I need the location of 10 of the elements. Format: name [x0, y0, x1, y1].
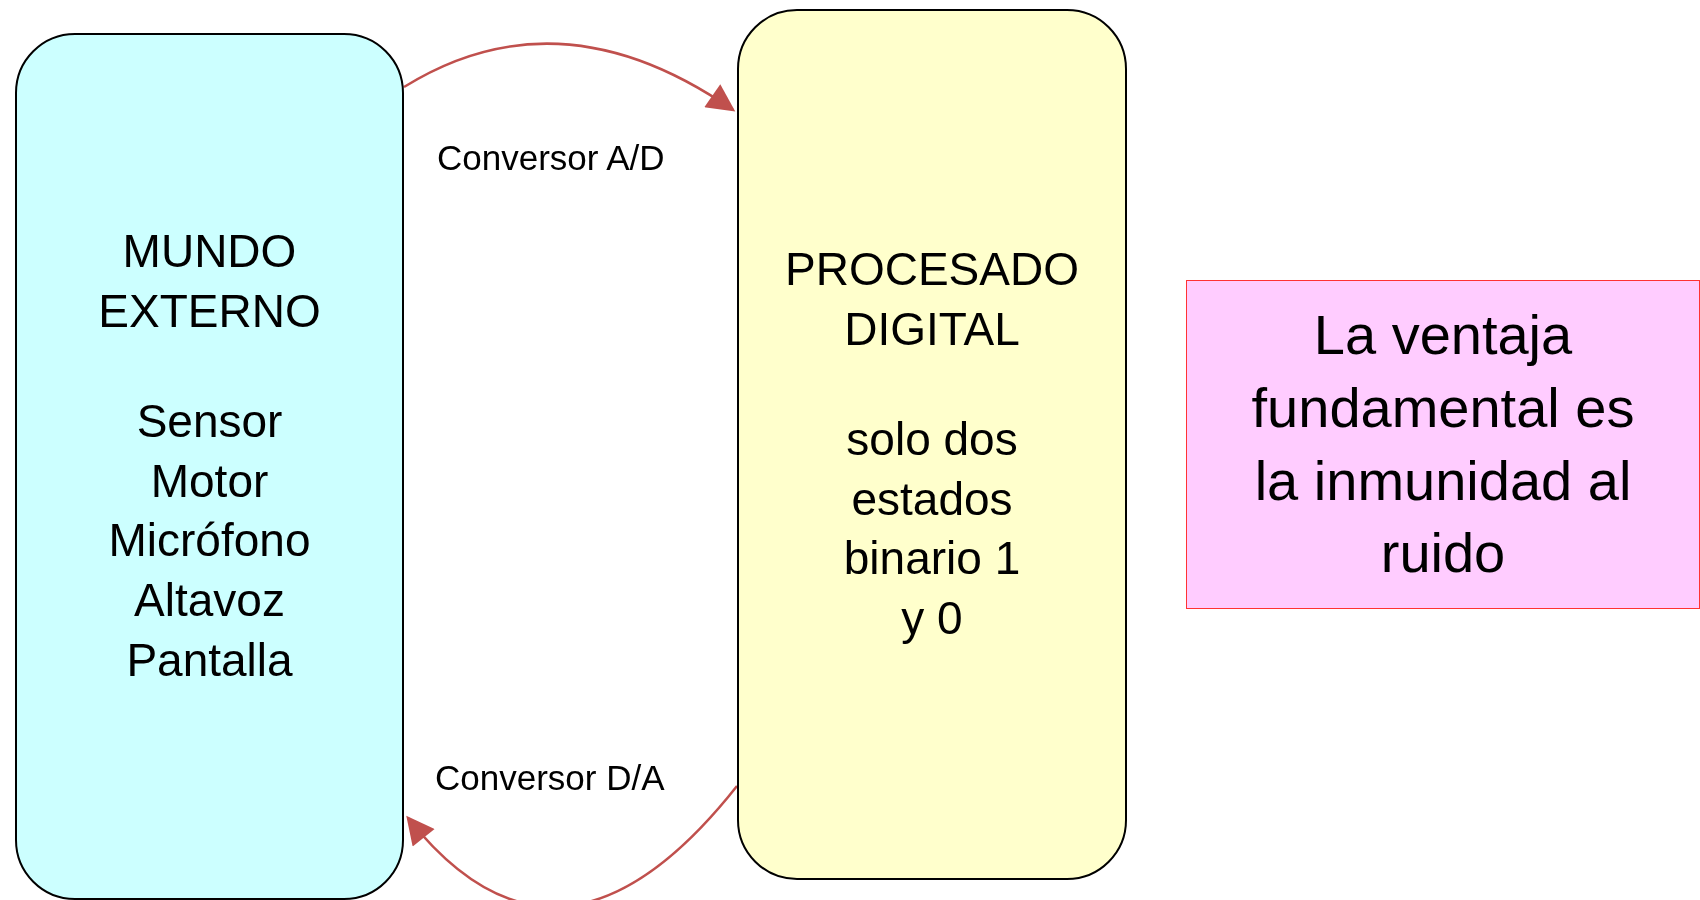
box-text: Sensor Motor Micrófono Altavoz Pantalla — [108, 393, 311, 688]
box-heading: MUNDO EXTERNO — [98, 224, 321, 339]
rounded-box — [737, 9, 1127, 880]
note-text: La ventaja fundamental es la inmunidad al ruido — [1250, 301, 1636, 587]
rounded-box — [15, 33, 404, 900]
curved-arrow — [406, 785, 738, 900]
note-box — [1186, 280, 1700, 609]
box-text: solo dos estados binario 1 y 0 — [842, 411, 1022, 647]
box-heading: PROCESADO DIGITAL — [785, 242, 1079, 357]
curved-arrow — [403, 42, 736, 112]
